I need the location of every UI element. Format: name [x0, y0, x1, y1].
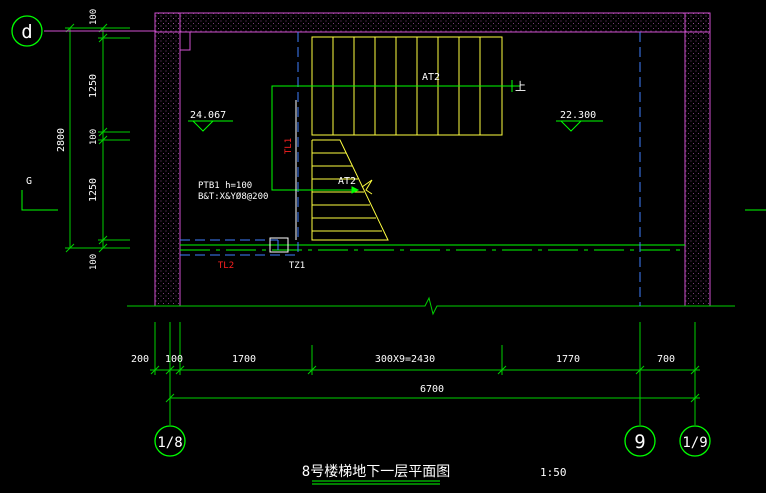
slab-reinforcement-label: B&T:X&YØ8@200: [198, 191, 268, 202]
dim-left-total: 2800: [56, 128, 67, 152]
hidden-lines: [180, 32, 641, 306]
slab-lines: [180, 244, 685, 251]
axis-1-9-circle: [679, 425, 711, 457]
beam-tl2-label: TL2: [218, 261, 234, 271]
wall-left: [154, 12, 181, 307]
level-mark-right: [556, 120, 603, 132]
drawing-scale: 1:50: [540, 466, 567, 479]
drawing-title: 8号楼梯地下一层平面图: [302, 464, 450, 480]
bottom-dimension-lines: [150, 322, 700, 425]
dim-left-100-bottom: 100: [89, 254, 99, 270]
walls: [154, 12, 711, 307]
axis-9-circle: [624, 425, 656, 457]
stair-up-label: 上: [515, 80, 526, 93]
dim-bottom-1770: 1770: [556, 354, 580, 365]
dim-left-100-mid: 100: [89, 129, 99, 145]
dim-bottom-steps: 300X9=2430: [375, 354, 435, 365]
break-line: [127, 296, 735, 316]
beam-tl1-line: [269, 100, 297, 253]
axis-1-8-label: 1/8: [157, 435, 182, 451]
dim-left-100-top: 100: [89, 9, 99, 25]
axis-9-label: 9: [634, 431, 645, 453]
stair-at2-lower: AT2: [338, 176, 356, 187]
beam-tl1-label: TL1: [284, 138, 294, 154]
walk-line: [271, 80, 520, 194]
dim-bottom-1700: 1700: [232, 354, 256, 365]
level-left-label: 24.067: [190, 110, 226, 121]
wall-right: [684, 12, 711, 307]
axis-g-marker: [21, 190, 766, 211]
axis-d-label: d: [21, 21, 32, 43]
dim-bottom-total: 6700: [420, 384, 444, 395]
axis-g-label: G: [26, 176, 32, 187]
stair-at2-upper: AT2: [422, 72, 440, 83]
left-dimension-lines: [44, 23, 155, 253]
dim-bottom-700: 700: [657, 354, 675, 365]
dim-bottom-200: 200: [131, 354, 149, 365]
axis-d-circle: [11, 15, 43, 47]
wall-inner-outline: [179, 31, 686, 306]
wall-top: [154, 12, 711, 33]
dim-left-1250-top: 1250: [88, 74, 99, 98]
dim-left-1250-bottom: 1250: [88, 178, 99, 202]
axis-1-9-label: 1/9: [682, 435, 707, 451]
slab-ptb1-label: PTB1 h=100: [198, 181, 252, 191]
axis-1-8-circle: [154, 425, 186, 457]
dim-bottom-100: 100: [165, 354, 183, 365]
level-mark-left: [188, 120, 233, 132]
stair-lower-flight: [311, 139, 389, 241]
title-underline: [312, 480, 440, 485]
column-tz1-label: TZ1: [289, 261, 305, 271]
level-right-label: 22.300: [560, 110, 596, 121]
